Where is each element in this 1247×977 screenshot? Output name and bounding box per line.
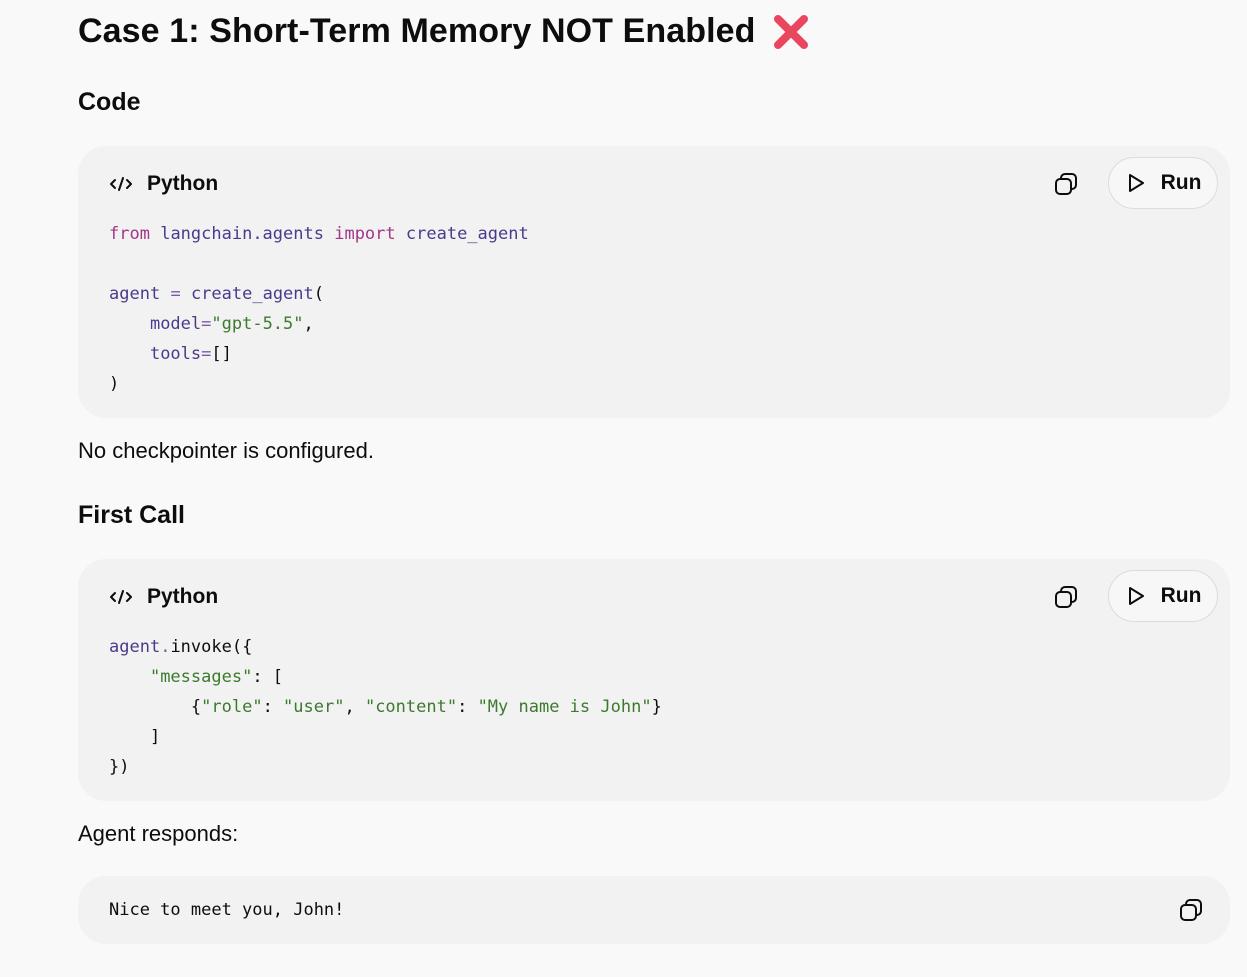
run-button-label: Run (1160, 171, 1202, 194)
code-block-header: Python (109, 585, 218, 609)
first-call-heading: First Call (78, 501, 185, 529)
run-button[interactable]: Run (1108, 570, 1218, 622)
code-block-2: Python Run agent.invoke({ "messages": [ … (78, 559, 1230, 801)
language-label: Python (147, 585, 219, 608)
copy-icon (1180, 899, 1202, 921)
page-title: Case 1: Short-Term Memory NOT Enabled (78, 12, 810, 51)
run-button[interactable]: Run (1108, 157, 1218, 209)
agent-responds-label: Agent responds: (78, 821, 239, 846)
copy-button[interactable] (1050, 581, 1082, 613)
code-content: agent.invoke({ "messages": [ {"role": "u… (109, 637, 662, 777)
language-label: Python (147, 172, 219, 195)
copy-button[interactable] (1050, 168, 1082, 200)
response-block: Nice to meet you, John! (78, 876, 1230, 944)
copy-icon (1055, 586, 1077, 608)
play-icon (1128, 174, 1144, 192)
code-heading: Code (78, 88, 141, 116)
play-icon (1128, 587, 1144, 605)
x-mark-icon (773, 14, 808, 49)
code-icon (110, 590, 132, 604)
code-block-header: Python (109, 172, 218, 196)
code-icon (110, 177, 132, 191)
copy-icon (1055, 173, 1077, 195)
run-button-label: Run (1160, 584, 1202, 607)
page-title-text: Case 1: Short-Term Memory NOT Enabled (78, 12, 756, 50)
copy-button[interactable] (1175, 894, 1207, 926)
response-text: Nice to meet you, John! (109, 900, 345, 920)
code-block-1: Python Run from langchain.agents import … (78, 146, 1230, 418)
code-content: from langchain.agents import create_agen… (109, 224, 529, 394)
checkpointer-note: No checkpointer is configured. (78, 438, 374, 463)
